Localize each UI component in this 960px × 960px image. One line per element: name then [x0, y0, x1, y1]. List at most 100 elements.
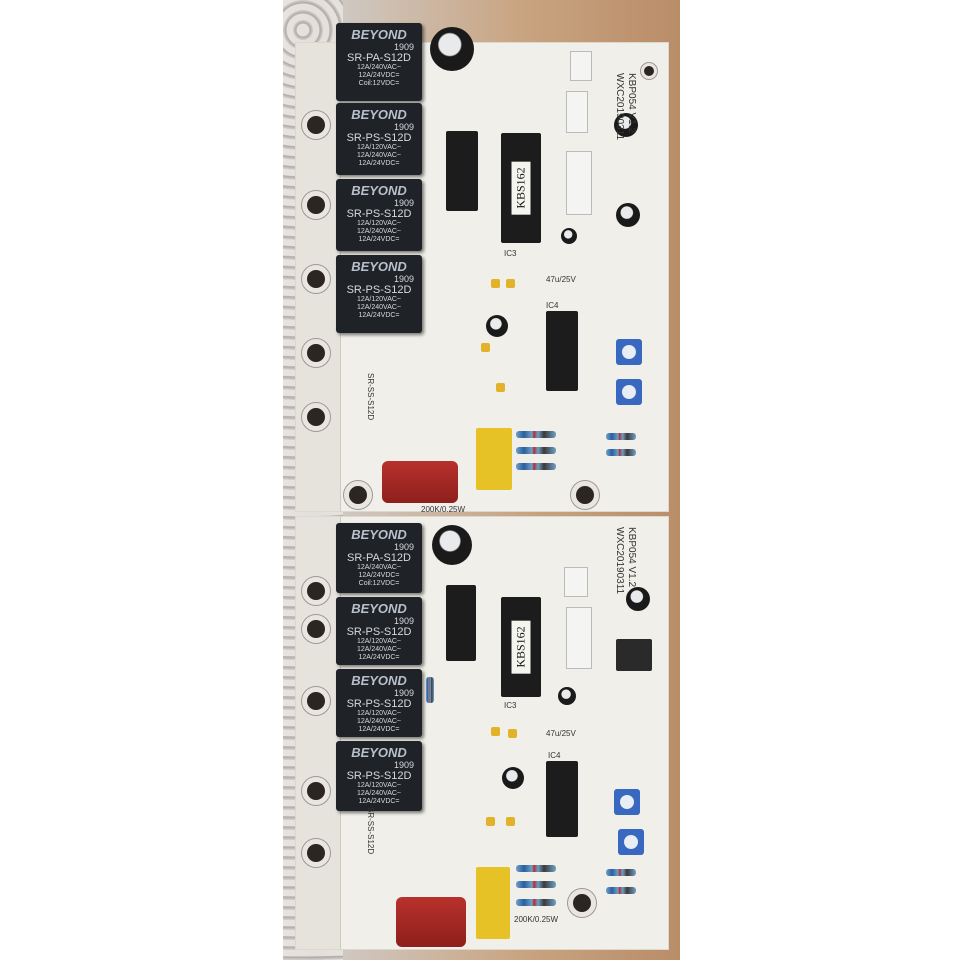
resistor	[426, 677, 434, 703]
relay-1: BEYOND 1909 SR-PA-S12D 12A/240VAC~ 12A/2…	[336, 523, 422, 593]
ic-chip	[546, 311, 578, 391]
mount-hole	[302, 111, 330, 139]
resistor	[606, 887, 636, 894]
relay-year: 1909	[393, 760, 414, 770]
connector	[564, 567, 588, 597]
relay-spec: Coil:12VDC=	[358, 80, 400, 87]
red-capacitor	[396, 897, 466, 947]
mount-hole	[302, 577, 330, 605]
relay-spec: 12A/24VDC=	[358, 654, 400, 661]
relay-spec: 12A/24VDC=	[358, 236, 400, 243]
ceramic-capacitor	[491, 279, 500, 288]
electrolytic-capacitor	[430, 27, 474, 71]
mount-hole	[302, 339, 330, 367]
relay-model: SR-PS-S12D	[346, 284, 412, 296]
pcb-board-1: BEYOND 1909 SR-PA-S12D 12A/240VAC~ 12A/2…	[295, 23, 669, 514]
relay-model: SR-PS-S12D	[346, 132, 412, 144]
capacitor	[486, 315, 508, 337]
relay-brand: BEYOND	[351, 601, 407, 616]
relay-year: 1909	[393, 42, 414, 52]
capacitor	[616, 203, 640, 227]
capacitor	[502, 767, 524, 789]
capacitor	[626, 587, 650, 611]
board-model-label: KBP054 V1.2	[626, 73, 637, 134]
red-capacitor	[382, 461, 458, 503]
capacitor	[614, 113, 638, 137]
mount-hole	[302, 403, 330, 431]
mount-hole	[344, 481, 372, 509]
relay-year: 1909	[393, 122, 414, 132]
resistor-label: 200K/0.25W	[514, 915, 559, 924]
relay-1: BEYOND 1909 SR-PA-S12D 12A/240VAC~ 12A/2…	[336, 23, 422, 101]
resistor	[516, 463, 556, 470]
ic4-label: IC4	[546, 301, 559, 310]
relay-spec: 12A/24VDC=	[358, 572, 400, 579]
pcb-photo: BEYOND 1909 SR-PA-S12D 12A/240VAC~ 12A/2…	[283, 0, 680, 960]
ceramic-capacitor	[491, 727, 500, 736]
relay-spec: 12A/120VAC~	[356, 144, 402, 151]
potentiometer	[618, 829, 644, 855]
ic-chip	[446, 585, 476, 661]
potentiometer	[616, 339, 642, 365]
resistor-label: 200K/0.25W	[421, 505, 466, 514]
relay-year: 1909	[393, 274, 414, 284]
resistor	[516, 865, 556, 872]
relay-4: BEYOND 1909 SR-PS-S12D 12A/120VAC~ 12A/2…	[336, 255, 422, 333]
ic4-label: IC4	[548, 751, 561, 760]
mount-hole	[641, 63, 657, 79]
relay-model: SR-PA-S12D	[347, 52, 411, 64]
film-capacitor	[476, 867, 510, 939]
relay-spec: Coil:12VDC=	[358, 580, 400, 587]
ceramic-capacitor	[486, 817, 495, 826]
ceramic-capacitor	[506, 279, 515, 288]
relay-model: SR-PS-S12D	[346, 208, 412, 220]
relay-spec: 12A/120VAC~	[356, 296, 402, 303]
board-date-label: WXC20190311	[614, 527, 625, 595]
relay-spec: 12A/24VDC=	[358, 312, 400, 319]
relay-brand: BEYOND	[351, 107, 407, 122]
relay-spec: 12A/120VAC~	[356, 220, 402, 227]
relay-brand: BEYOND	[351, 745, 407, 760]
relay-spec: 12A/240VAC~	[356, 718, 402, 725]
relay-4: BEYOND 1909 SR-PS-S12D 12A/120VAC~ 12A/2…	[336, 741, 422, 811]
mount-hole	[302, 191, 330, 219]
connector	[566, 91, 588, 133]
relay-spec: 12A/24VDC=	[358, 72, 400, 79]
ic-chip	[546, 761, 578, 837]
mount-hole	[302, 839, 330, 867]
chip-label: KBS162	[511, 161, 531, 215]
connector	[566, 151, 592, 215]
connector	[566, 607, 592, 669]
resistor	[606, 433, 636, 440]
electrolytic-capacitor	[432, 525, 472, 565]
ceramic-capacitor	[508, 729, 517, 738]
board-model-label: KBP054 V1.2	[626, 527, 637, 588]
voltage-regulator	[616, 639, 652, 671]
ceramic-capacitor	[506, 817, 515, 826]
relay-year: 1909	[393, 616, 414, 626]
ic-chip	[446, 131, 478, 211]
relay-spec: 12A/24VDC=	[358, 726, 400, 733]
relay-brand: BEYOND	[351, 673, 407, 688]
relay-spec: 12A/24VDC=	[358, 798, 400, 805]
cap-rating-label: 47u/25V	[546, 275, 576, 284]
relay-spec: 12A/240VAC~	[356, 304, 402, 311]
resistor	[516, 881, 556, 888]
mount-hole	[571, 481, 599, 509]
relay-year: 1909	[393, 688, 414, 698]
relay-year: 1909	[393, 198, 414, 208]
capacitor	[558, 687, 576, 705]
relay-3: BEYOND 1909 SR-PS-S12D 12A/120VAC~ 12A/2…	[336, 669, 422, 737]
relay-3: BEYOND 1909 SR-PS-S12D 12A/120VAC~ 12A/2…	[336, 179, 422, 251]
resistor	[516, 431, 556, 438]
ceramic-capacitor	[481, 343, 490, 352]
main-chip: KBS162	[501, 597, 541, 697]
mount-hole	[302, 687, 330, 715]
relay-spec: 12A/240VAC~	[356, 152, 402, 159]
ceramic-capacitor	[496, 383, 505, 392]
relay-spec: 12A/240VAC~	[356, 564, 402, 571]
relay-spec: 12A/120VAC~	[356, 710, 402, 717]
relay-year: 1909	[393, 542, 414, 552]
main-chip: KBS162	[501, 133, 541, 243]
relay-spec: 12A/240VAC~	[356, 646, 402, 653]
